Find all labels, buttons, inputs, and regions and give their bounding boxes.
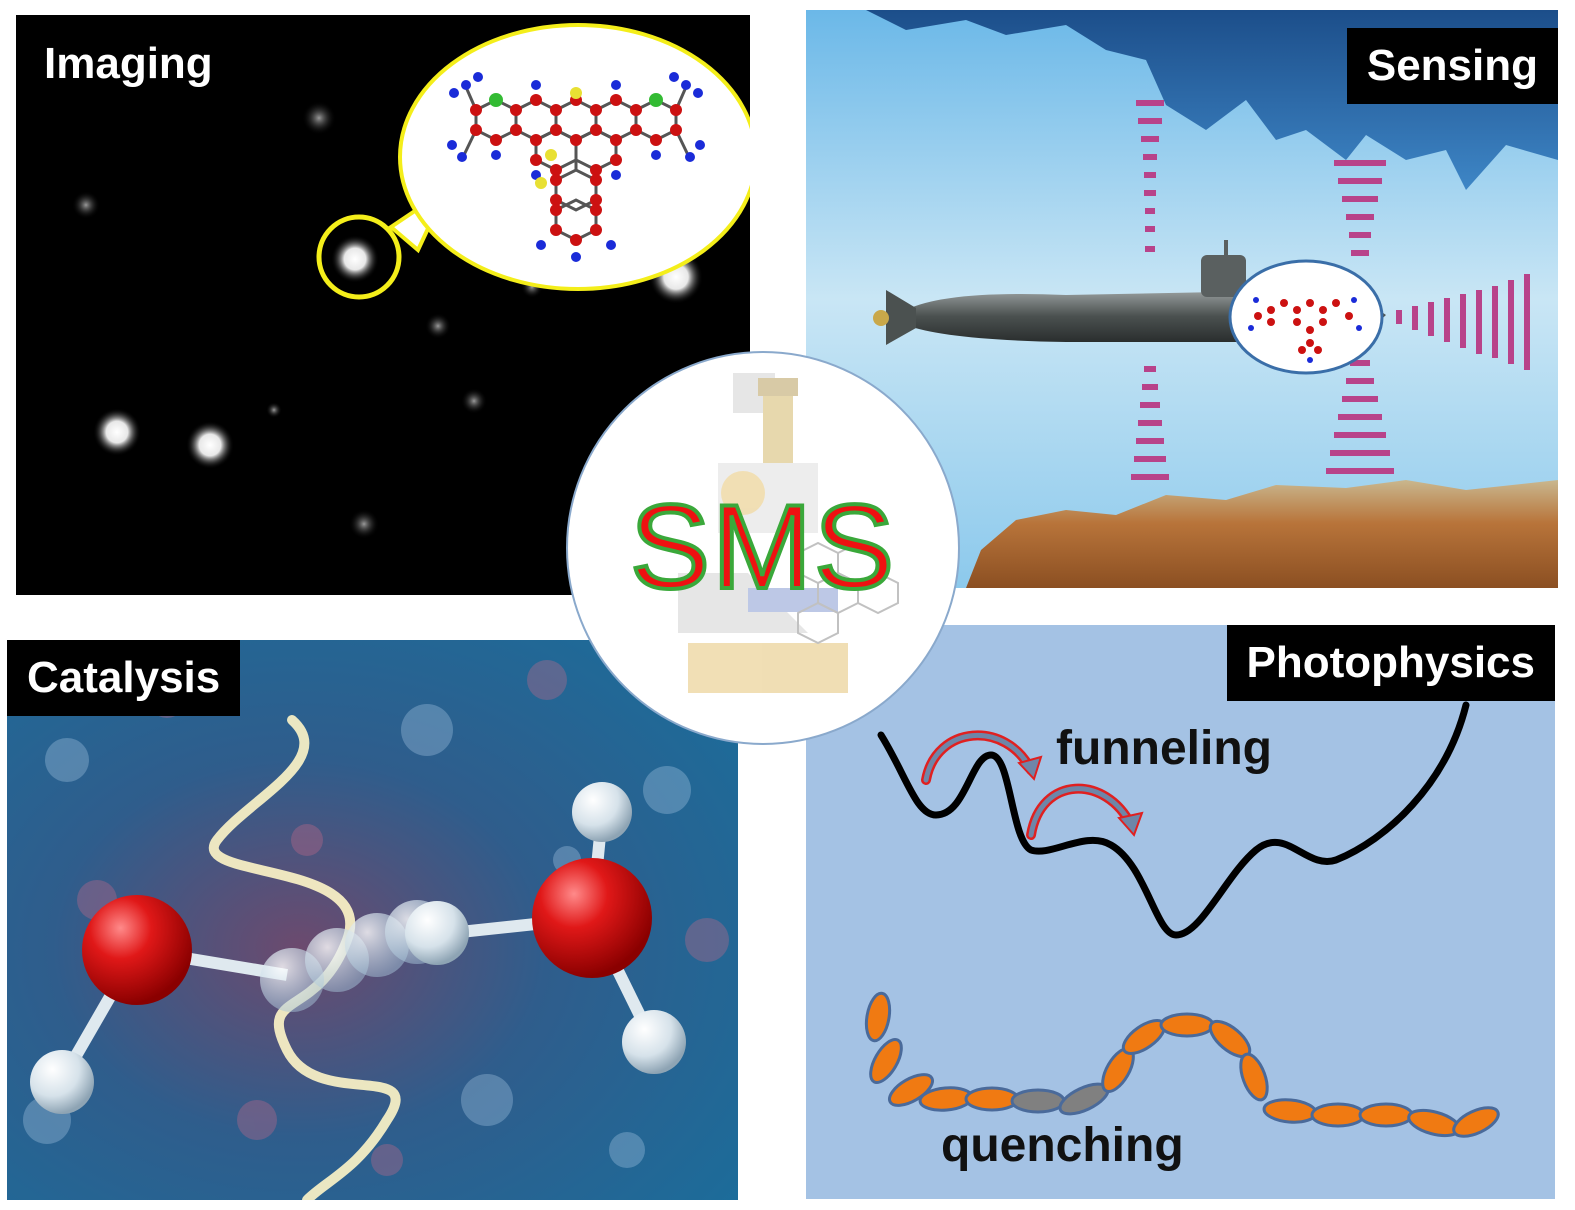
molecule-spot: [302, 101, 336, 135]
catalysis-panel: Catalysis: [7, 640, 738, 1200]
seabed: [966, 480, 1558, 588]
photophysics-panel: Photophysics funneling quenching: [806, 625, 1555, 1199]
hydrogen-atom: [405, 901, 469, 965]
energy-landscape-diagram: [864, 701, 1500, 1138]
microscope-icon: [678, 373, 899, 693]
molecule-spot: [93, 408, 141, 456]
molecule-spot: [425, 313, 451, 339]
molecule-spot: [186, 421, 234, 469]
hydrogen-atom: [622, 1010, 686, 1074]
oxygen-atom: [532, 858, 652, 978]
proton-transfer-trail: [260, 900, 449, 1012]
sms-title: SMS: [628, 478, 897, 616]
fluorescence-image: [72, 23, 750, 539]
zoom-circle: [316, 214, 402, 300]
energy-landscape-curve: [877, 701, 1470, 939]
water-molecule-left: [30, 895, 288, 1114]
imaging-panel: Imaging: [16, 15, 750, 595]
quenched-segment: [1010, 1088, 1066, 1114]
molecule-spot: [72, 191, 100, 219]
hydrogen-atom: [572, 782, 632, 842]
catalysis-label: Catalysis: [7, 640, 241, 716]
imaging-label: Imaging: [44, 39, 213, 88]
molecule-spot: [461, 388, 487, 414]
catalysis-illustration: [7, 640, 738, 1200]
funneling-arrow: [1026, 783, 1136, 840]
molecule-structure-icon: [1248, 297, 1362, 363]
polymer-chain: [864, 991, 1500, 1138]
molecule-spot: [349, 509, 379, 539]
sonar-waves: [1131, 100, 1530, 480]
oxygen-atom: [82, 895, 192, 1005]
molecule-spot: [266, 402, 282, 418]
water-molecule-right: [405, 782, 686, 1074]
hydrogen-atom: [30, 1050, 94, 1114]
molecule-sensor-bubble: [1228, 259, 1384, 375]
quenching-text: quenching: [941, 1119, 1184, 1172]
molecule-structure-icon: [447, 72, 705, 262]
sensing-label: Sensing: [1346, 28, 1558, 104]
sms-center-emblem: SMS: [566, 351, 960, 745]
photophysics-label: Photophysics: [1226, 625, 1555, 701]
funneling-text: funneling: [1056, 722, 1272, 775]
molecule-spot-selected: [331, 235, 379, 283]
